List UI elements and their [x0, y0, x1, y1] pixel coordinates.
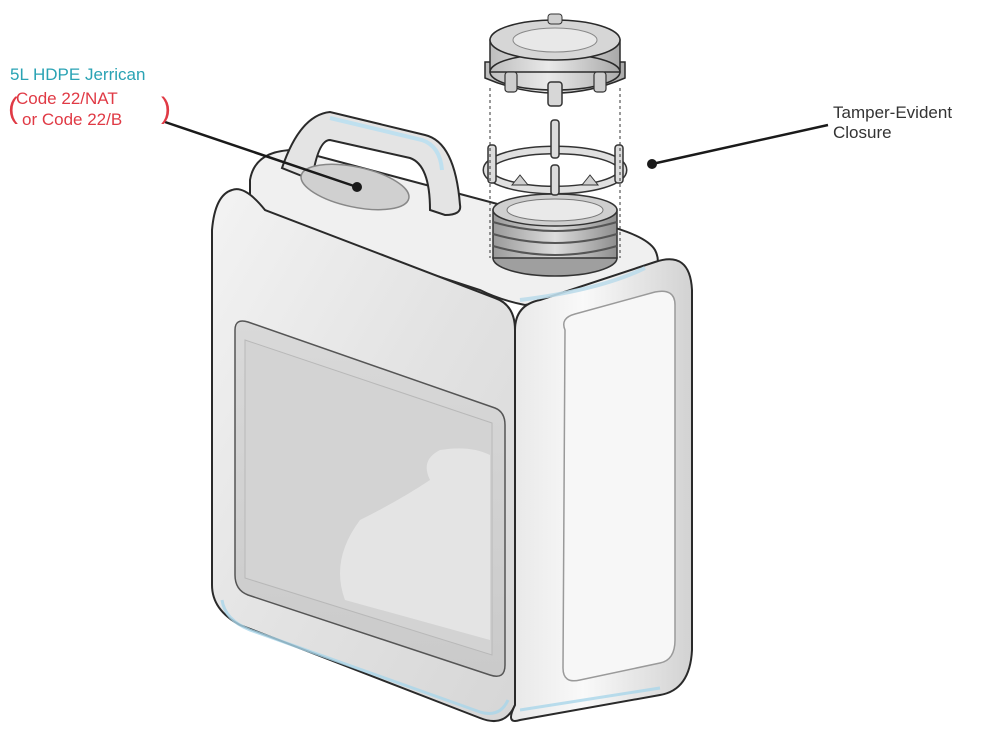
jerrican-leader-dot — [352, 182, 362, 192]
handle — [280, 110, 462, 217]
liquid-reflection — [340, 448, 490, 640]
code-line-1: Code 22/NAT — [16, 89, 118, 108]
right-bracket: ) — [161, 92, 171, 125]
screw-cap — [484, 13, 626, 107]
closure-label-line-1: Tamper-Evident — [833, 103, 953, 122]
neck — [492, 193, 618, 277]
side-panel — [562, 290, 676, 682]
closure-leader-line — [651, 123, 829, 166]
closure-label: Tamper-Evident Closure — [833, 103, 952, 143]
code-line-2: or Code 22/B — [22, 110, 123, 129]
jerrican-leader-line — [164, 120, 358, 189]
assembly-guides — [489, 88, 621, 258]
closure-label-line-2: Closure — [833, 123, 892, 142]
left-bracket: ( — [8, 92, 18, 125]
jerrican-body — [211, 148, 693, 722]
tamper-evident-ring — [482, 119, 628, 196]
jerrican-title: 5L HDPE Jerrican — [10, 65, 146, 84]
leader-lines — [164, 120, 829, 192]
closure-leader-dot — [647, 159, 657, 169]
base-rim — [220, 599, 510, 715]
